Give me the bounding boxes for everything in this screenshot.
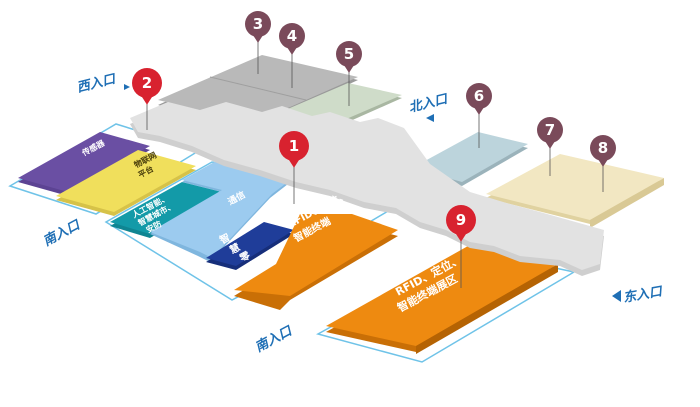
pin-leader-lines — [146, 40, 604, 288]
map-pin-4[interactable]: 4 — [279, 23, 305, 55]
map-pin-marker-icon — [132, 68, 162, 98]
map-pin-number: 1 — [289, 137, 299, 155]
map-pin-number: 9 — [456, 211, 466, 229]
map-pin-number: 7 — [545, 121, 555, 139]
entrance-south-center-label: 南入口 — [252, 322, 296, 355]
entrance-west-label: 西入口 — [75, 71, 118, 95]
entrance-east-label: 东入口 — [622, 283, 665, 306]
map-pin-marker-icon — [336, 41, 362, 67]
map-pin-2[interactable]: 2 — [132, 68, 162, 105]
map-pin-number: 2 — [142, 74, 152, 92]
arrow-left-icon — [612, 290, 621, 302]
zone-rfid-9[interactable] — [326, 246, 558, 354]
map-pin-1[interactable]: 1 — [279, 131, 309, 168]
zone-sensor[interactable] — [18, 132, 150, 196]
map-pin-marker-icon — [537, 117, 563, 143]
zone-ai[interactable] — [110, 182, 222, 238]
zone-rfid-1[interactable] — [234, 214, 398, 310]
map-pin-marker-icon — [245, 11, 271, 37]
arrow-left-icon — [426, 114, 434, 122]
map-pin-5[interactable]: 5 — [336, 41, 362, 73]
corridor — [130, 102, 604, 276]
map-pin-9[interactable]: 9 — [446, 205, 476, 242]
map-pin-number: 4 — [287, 27, 297, 45]
entrance-east[interactable]: 东入口 — [612, 283, 665, 306]
map-pin-marker-icon — [590, 135, 616, 161]
entrance-north[interactable]: 北入口 — [407, 91, 451, 122]
map-pin-3[interactable]: 3 — [245, 11, 271, 43]
zone-smart-retail[interactable] — [206, 222, 294, 270]
map-pin-number: 8 — [598, 139, 608, 157]
entrance-south-center[interactable]: 南入口 — [252, 322, 296, 355]
map-pin-number: 3 — [253, 15, 263, 33]
map-pin-marker-icon — [446, 205, 476, 235]
zone-iot-platform[interactable] — [56, 150, 196, 216]
map-pin-8[interactable]: 8 — [590, 135, 616, 167]
arrow-right-icon — [124, 84, 130, 90]
map-pins: 1 2 3 4 5 6 7 8 9 — [132, 11, 616, 242]
map-pin-7[interactable]: 7 — [537, 117, 563, 149]
entrance-north-label: 北入口 — [407, 91, 450, 115]
map-pin-6[interactable]: 6 — [466, 83, 492, 115]
map-pin-number: 5 — [344, 45, 354, 63]
entrance-south-left[interactable]: 南入口 — [40, 216, 84, 249]
map-pin-marker-icon — [466, 83, 492, 109]
entrance-west[interactable]: 西入口 — [75, 71, 130, 96]
map-pin-number: 6 — [474, 87, 484, 105]
entrance-south-left-label: 南入口 — [40, 216, 84, 249]
hall-7-8[interactable] — [486, 154, 664, 228]
map-pin-marker-icon — [279, 23, 305, 49]
map-pin-marker-icon — [279, 131, 309, 161]
